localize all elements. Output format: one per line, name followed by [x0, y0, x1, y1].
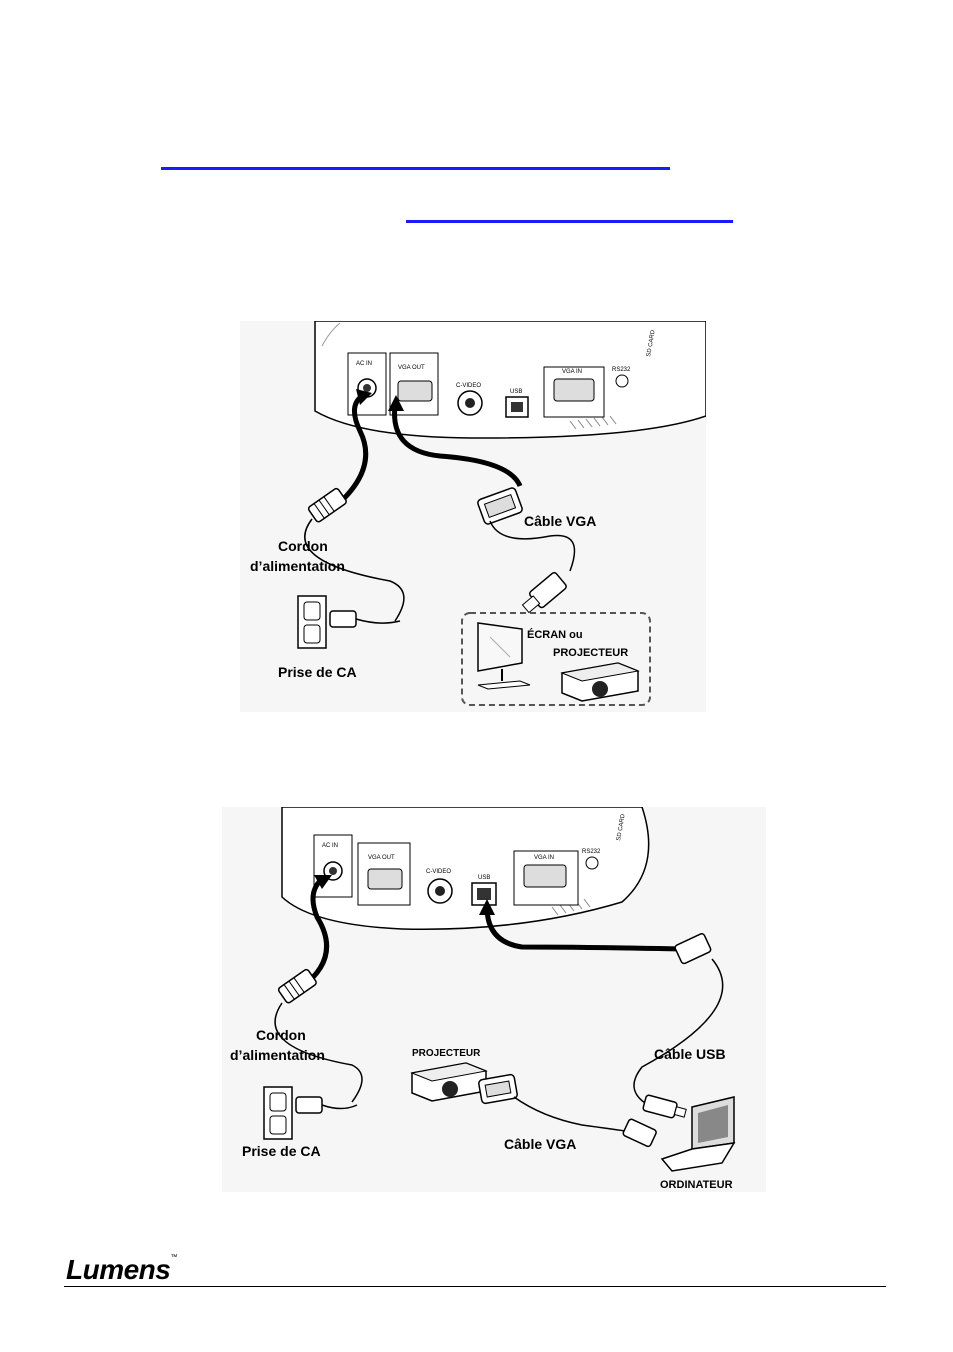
- brand-name: Lumens: [66, 1254, 171, 1285]
- connection-diagram-computer: AC IN VGA OUT C-VIDEO USB VGA IN RS232 S…: [222, 807, 766, 1192]
- port-vga-out-label: VGA OUT: [398, 365, 425, 371]
- vga-cable-label: Câble VGA: [524, 513, 596, 529]
- power-cord-label-line1: Cordon: [278, 538, 328, 554]
- port-usb-label: USB: [510, 389, 522, 395]
- diagram-1-svg: AC IN VGA OUT C-VIDEO USB VGA IN RS232 S…: [250, 321, 706, 706]
- vga-cable-label: Câble VGA: [504, 1136, 576, 1152]
- connection-diagram-projector: AC IN VGA OUT C-VIDEO USB VGA IN RS232 S…: [240, 321, 706, 712]
- port-cvideo-label: C-VIDEO: [426, 869, 451, 875]
- port-vga-in-label: VGA IN: [562, 369, 582, 375]
- lumens-logo: Lumens™: [66, 1254, 177, 1286]
- port-cvideo-label: C-VIDEO: [456, 383, 481, 389]
- port-rs232-label: RS232: [612, 367, 631, 373]
- outlet-label: Prise de CA: [278, 664, 357, 680]
- port-vga-in-label: VGA IN: [534, 855, 554, 861]
- computer-label: ORDINATEUR: [660, 1179, 733, 1191]
- power-cord-label-line2: d’alimentation: [250, 558, 345, 574]
- port-sd-card-label: SD CARD: [616, 813, 627, 841]
- port-usb-label: USB: [478, 875, 490, 881]
- port-vga-out-label: VGA OUT: [368, 855, 395, 861]
- screen-label-line1: ÉCRAN ou: [527, 628, 583, 641]
- projector-label: PROJECTEUR: [412, 1048, 481, 1059]
- trademark-symbol: ™: [170, 1254, 177, 1261]
- port-sd-card-label: SD CARD: [646, 329, 657, 357]
- power-cord-label-line2: d’alimentation: [230, 1047, 325, 1063]
- hyperlink-underline-1[interactable]: [161, 167, 670, 170]
- diagram-2-svg: AC IN VGA OUT C-VIDEO USB VGA IN RS232 S…: [230, 807, 736, 1191]
- screen-label-line2: PROJECTEUR: [553, 647, 628, 659]
- port-ac-in-label: AC IN: [356, 361, 372, 367]
- usb-cable-label: Câble USB: [654, 1046, 726, 1062]
- outlet-label: Prise de CA: [242, 1143, 321, 1159]
- footer-divider: [64, 1286, 886, 1287]
- port-rs232-label: RS232: [582, 849, 601, 855]
- port-ac-in-label: AC IN: [322, 843, 338, 849]
- hyperlink-underline-2[interactable]: [406, 220, 733, 223]
- power-cord-label-line1: Cordon: [256, 1027, 306, 1043]
